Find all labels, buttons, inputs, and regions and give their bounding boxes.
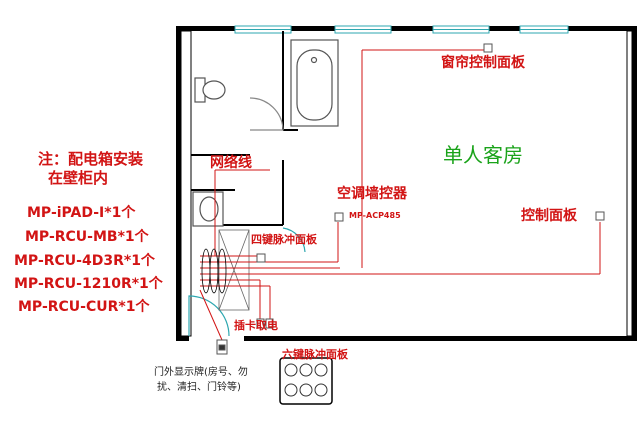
control-panel-label: 控制面板 [521, 208, 577, 224]
bathtub-icon [290, 39, 339, 127]
model-rcu-mb: MP-RCU-MB*1个 [25, 229, 149, 245]
model-rcu-4d3r: MP-RCU-4D3R*1个 [14, 253, 155, 269]
install-note-line2: 在壁柜内 [48, 169, 109, 187]
four-key-panel-label: 四键脉冲面板 [251, 233, 317, 246]
door-sign-line2: 扰、清扫、门铃等) [157, 382, 241, 393]
door-sign-line1: 门外显示牌(房号、勿 [154, 367, 248, 378]
model-rcu-1210r: MP-RCU-1210R*1个 [14, 276, 163, 292]
toilet-icon [194, 77, 226, 103]
door-swing-icon [188, 97, 306, 337]
outer-walls [176, 26, 637, 341]
ac-wall-control-label: 空调墙控器 [337, 186, 407, 202]
room-name: 单人客房 [443, 143, 523, 167]
network-cable-label: 网络线 [210, 155, 252, 171]
model-ipad: MP-iPAD-I*1个 [27, 205, 136, 221]
ac-model-label: MP-ACP485 [349, 211, 401, 220]
sink-icon [192, 191, 224, 227]
cable-bundle [201, 248, 227, 294]
switch-panel-icon [279, 357, 333, 405]
card-power-label: 插卡取电 [234, 319, 278, 332]
model-rcu-cur: MP-RCU-CUR*1个 [18, 299, 150, 315]
wiring [199, 49, 601, 341]
install-note-line1: 注：配电箱安装 [38, 150, 144, 168]
six-key-panel-label: 六键脉冲面板 [282, 348, 348, 361]
bathroom-walls [191, 31, 298, 226]
window-icon [234, 25, 569, 34]
wardrobe [218, 229, 250, 311]
curtain-panel-label: 窗帘控制面板 [441, 55, 525, 71]
junction-box-icon [216, 43, 605, 355]
